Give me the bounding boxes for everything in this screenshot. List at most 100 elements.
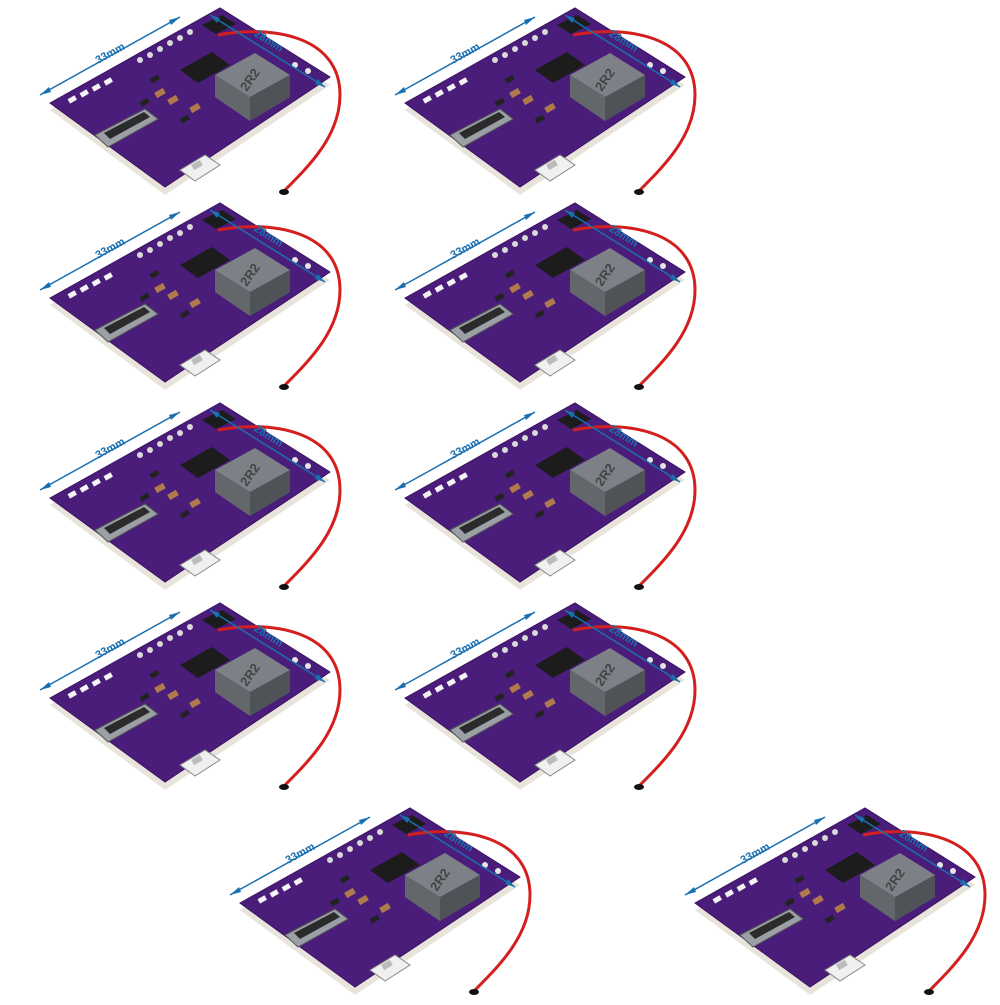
charger-board-module-10: 2R2 33mm xyxy=(684,805,1000,1005)
battery-connector xyxy=(179,549,221,577)
charger-board-module-7: 2R2 33mm xyxy=(39,600,370,800)
header-pin-row xyxy=(782,829,838,863)
power-inductor: 2R2 xyxy=(570,248,645,316)
pcb-body xyxy=(49,402,331,583)
thermistor-wire xyxy=(572,425,697,587)
mosfet-chip xyxy=(557,210,591,229)
status-led-group xyxy=(422,472,468,499)
controller-ic xyxy=(370,852,420,883)
controller-ic xyxy=(535,447,585,478)
header-pin-row xyxy=(492,424,548,458)
power-inductor: 2R2 xyxy=(215,448,290,516)
smd-components xyxy=(494,669,556,719)
pcb-body xyxy=(404,402,686,583)
power-inductor: 2R2 xyxy=(405,853,480,921)
smd-components xyxy=(494,469,556,519)
status-led-group xyxy=(712,877,758,904)
header-pin-row xyxy=(137,424,193,458)
status-led-group xyxy=(67,472,113,499)
mosfet-chip xyxy=(202,410,236,429)
charger-board-illustration: 2R2 33mm xyxy=(39,7,342,195)
thermistor-probe xyxy=(469,989,479,995)
smd-components xyxy=(494,269,556,319)
battery-connector xyxy=(534,749,576,777)
smd-components xyxy=(139,669,201,719)
usb-c-port xyxy=(94,303,159,343)
thermistor-wire xyxy=(572,30,697,192)
charger-board-module-9: 2R2 33mm xyxy=(229,805,560,1005)
charger-board-module-6: 2R2 33mm xyxy=(394,400,725,600)
battery-pads xyxy=(292,457,311,469)
mosfet-chip xyxy=(557,610,591,629)
charger-board-illustration: 2R2 33mm xyxy=(394,7,697,195)
mosfet-chip xyxy=(202,610,236,629)
pcb-body xyxy=(694,807,976,988)
mosfet-chip xyxy=(392,815,426,834)
controller-ic xyxy=(180,647,230,678)
status-led-group xyxy=(67,672,113,699)
battery-connector xyxy=(534,154,576,182)
controller-ic xyxy=(180,447,230,478)
header-pin-row xyxy=(137,29,193,63)
usb-c-port xyxy=(739,908,804,948)
pcb-body xyxy=(404,202,686,383)
controller-ic xyxy=(180,52,230,83)
power-inductor: 2R2 xyxy=(215,53,290,121)
battery-connector xyxy=(179,154,221,182)
usb-c-port xyxy=(94,108,159,148)
thermistor-probe xyxy=(634,584,644,590)
battery-connector xyxy=(179,749,221,777)
usb-c-port xyxy=(94,503,159,543)
battery-connector xyxy=(534,549,576,577)
header-pin-row xyxy=(137,624,193,658)
charger-board-illustration: 2R2 33mm xyxy=(394,402,697,590)
thermistor-probe xyxy=(279,584,289,590)
battery-connector xyxy=(369,954,411,982)
smd-components xyxy=(139,469,201,519)
status-led-group xyxy=(422,272,468,299)
mosfet-chip xyxy=(557,15,591,34)
power-inductor: 2R2 xyxy=(860,853,935,921)
charger-board-module-1: 2R2 33mm xyxy=(39,5,370,205)
status-led-group xyxy=(67,77,113,104)
charger-board-module-5: 2R2 33mm xyxy=(39,400,370,600)
controller-ic xyxy=(535,52,585,83)
controller-ic xyxy=(535,647,585,678)
mosfet-chip xyxy=(847,815,881,834)
thermistor-probe xyxy=(279,784,289,790)
smd-components xyxy=(139,74,201,124)
charger-board-module-2: 2R2 33mm xyxy=(394,5,725,205)
thermistor-wire xyxy=(217,30,342,192)
smd-components xyxy=(329,874,391,924)
mosfet-chip xyxy=(202,15,236,34)
usb-c-port xyxy=(94,703,159,743)
header-pin-row xyxy=(492,224,548,258)
power-inductor: 2R2 xyxy=(215,248,290,316)
thermistor-wire xyxy=(572,625,697,787)
status-led-group xyxy=(422,77,468,104)
header-pin-row xyxy=(327,829,383,863)
thermistor-wire xyxy=(217,625,342,787)
charger-board-illustration: 2R2 33mm xyxy=(229,807,532,995)
status-led-group xyxy=(67,272,113,299)
usb-c-port xyxy=(284,908,349,948)
controller-ic xyxy=(825,852,875,883)
thermistor-probe xyxy=(279,384,289,390)
battery-connector xyxy=(179,349,221,377)
charger-board-illustration: 2R2 33mm xyxy=(39,602,342,790)
power-inductor: 2R2 xyxy=(215,648,290,716)
smd-components xyxy=(494,74,556,124)
thermistor-probe xyxy=(924,989,934,995)
pcb-body xyxy=(49,602,331,783)
thermistor-wire xyxy=(217,225,342,387)
charger-board-module-4: 2R2 33mm xyxy=(394,200,725,400)
charger-board-module-8: 2R2 33mm xyxy=(394,600,725,800)
thermistor-wire xyxy=(407,830,532,992)
charger-board-module-3: 2R2 33mm xyxy=(39,200,370,400)
power-inductor: 2R2 xyxy=(570,53,645,121)
pcb-body xyxy=(239,807,521,988)
thermistor-wire xyxy=(862,830,987,992)
charger-board-illustration: 2R2 33mm xyxy=(684,807,987,995)
charger-board-illustration: 2R2 33mm xyxy=(39,402,342,590)
pcb-body xyxy=(404,7,686,188)
